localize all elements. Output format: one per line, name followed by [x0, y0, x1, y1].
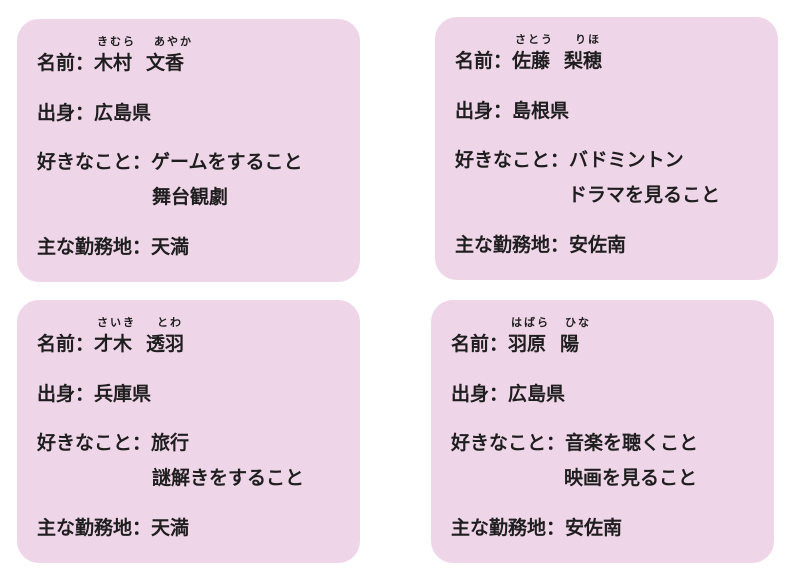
workplace-value: 天満: [151, 517, 190, 539]
hobby-2: ドラマを見ること: [568, 184, 721, 206]
hobbies-label: 好きなこと：: [451, 432, 566, 454]
workplace-value: 安佐南: [569, 234, 627, 256]
hometown-value: 島根県: [512, 100, 570, 122]
furigana-surname: はばら: [511, 316, 550, 329]
given-name: 透羽: [146, 333, 185, 355]
furigana-surname: きむら: [97, 35, 136, 48]
hobby-1: 旅行: [151, 432, 190, 454]
hobby-2: 謎解きをすること: [152, 467, 305, 489]
workplace-label: 主な勤務地：: [37, 236, 152, 258]
name-row: 名前：才木透羽: [37, 332, 184, 356]
hometown-label: 出身：: [37, 102, 95, 124]
furigana-surname: さとう: [515, 33, 554, 46]
hobby-2: 舞台観劇: [152, 186, 229, 208]
hobby-1: 音楽を聴くこと: [565, 432, 699, 454]
hobbies-row: 好きなこと：バドミントン: [455, 148, 684, 172]
hobby-1: ゲームをすること: [151, 151, 303, 173]
hobbies-label: 好きなこと：: [37, 432, 152, 454]
workplace-row: 主な勤務地：安佐南: [451, 516, 622, 540]
hometown-row: 出身：兵庫県: [37, 382, 151, 406]
hometown-value: 兵庫県: [94, 383, 152, 405]
name-label: 名前：: [451, 333, 509, 355]
furigana-given-name: りほ: [575, 33, 601, 46]
hobbies-row: 好きなこと：ゲームをすること: [37, 150, 302, 174]
hobbies-label: 好きなこと：: [37, 151, 152, 173]
workplace-label: 主な勤務地：: [451, 517, 566, 539]
surname: 才木: [94, 333, 133, 355]
furigana-given-name: とわ: [157, 316, 183, 329]
workplace-value: 安佐南: [565, 517, 623, 539]
name-label: 名前：: [37, 333, 95, 355]
given-name: 梨穂: [564, 50, 603, 72]
workplace-label: 主な勤務地：: [37, 517, 152, 539]
workplace-label: 主な勤務地：: [455, 234, 570, 256]
hobbies-row: 好きなこと：旅行: [37, 431, 189, 455]
workplace-row: 主な勤務地：天満: [37, 516, 189, 540]
profile-card: きむら あやか 名前：木村文香 出身：広島県 好きなこと：ゲームをすること 舞台…: [17, 19, 360, 282]
workplace-row: 主な勤務地：安佐南: [455, 233, 626, 257]
name-label: 名前：: [455, 50, 513, 72]
profile-card: さいき とわ 名前：才木透羽 出身：兵庫県 好きなこと：旅行 謎解きをすること …: [17, 300, 360, 563]
name-label: 名前：: [37, 52, 95, 74]
hobbies-label: 好きなこと：: [455, 149, 570, 171]
surname: 木村: [94, 52, 133, 74]
hobby-2: 映画を見ること: [564, 467, 698, 489]
workplace-row: 主な勤務地：天満: [37, 235, 189, 259]
hometown-value: 広島県: [508, 383, 566, 405]
surname: 佐藤: [512, 50, 551, 72]
surname: 羽原: [508, 333, 547, 355]
given-name: 文香: [146, 52, 185, 74]
hometown-label: 出身：: [451, 383, 509, 405]
hobbies-row: 好きなこと：音楽を聴くこと: [451, 431, 698, 455]
workplace-value: 天満: [151, 236, 190, 258]
furigana-given-name: ひな: [565, 316, 591, 329]
hometown-label: 出身：: [455, 100, 513, 122]
hobby-1: バドミントン: [569, 149, 684, 171]
furigana-given-name: あやか: [154, 35, 193, 48]
hometown-row: 出身：島根県: [455, 99, 569, 123]
hometown-label: 出身：: [37, 383, 95, 405]
hometown-row: 出身：広島県: [451, 382, 565, 406]
hometown-value: 広島県: [94, 102, 152, 124]
name-row: 名前：木村文香: [37, 51, 184, 75]
given-name: 陽: [560, 333, 580, 355]
furigana-surname: さいき: [97, 316, 136, 329]
profile-card: はばら ひな 名前：羽原陽 出身：広島県 好きなこと：音楽を聴くこと 映画を見る…: [431, 300, 774, 563]
profile-card: さとう りほ 名前：佐藤梨穂 出身：島根県 好きなこと：バドミントン ドラマを見…: [435, 17, 778, 280]
name-row: 名前：羽原陽: [451, 332, 579, 356]
hometown-row: 出身：広島県: [37, 101, 151, 125]
name-row: 名前：佐藤梨穂: [455, 49, 602, 73]
